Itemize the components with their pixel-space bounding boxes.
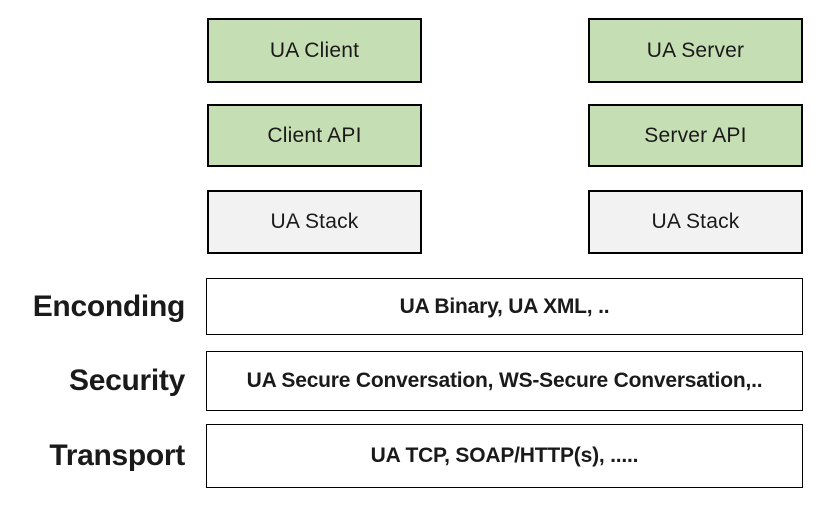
ua-stack-server-box: UA Stack <box>588 190 803 254</box>
security-layer-label: Security <box>69 364 185 397</box>
server-api-box: Server API <box>588 104 803 167</box>
ua-stack-client-box: UA Stack <box>207 190 422 254</box>
ua-stack-server-label: UA Stack <box>651 210 740 233</box>
security-layer-content: UA Secure Conversation, WS-Secure Conver… <box>246 369 763 392</box>
client-api-label: Client API <box>267 123 362 147</box>
transport-layer-label: Transport <box>49 439 185 472</box>
transport-layer-box: UA TCP, SOAP/HTTP(s), ..... <box>206 424 803 488</box>
server-api-label: Server API <box>644 123 747 147</box>
client-api-box: Client API <box>207 104 422 167</box>
transport-layer-content: UA TCP, SOAP/HTTP(s), ..... <box>370 444 639 467</box>
encoding-layer-box: UA Binary, UA XML, .. <box>206 278 803 335</box>
security-layer-box: UA Secure Conversation, WS-Secure Conver… <box>206 351 803 411</box>
ua-server-box: UA Server <box>588 18 803 83</box>
ua-client-box: UA Client <box>207 18 422 83</box>
encoding-layer-label: Enconding <box>32 289 186 323</box>
encoding-layer-content: UA Binary, UA XML, .. <box>399 294 610 318</box>
ua-stack-client-label: UA Stack <box>270 210 359 233</box>
ua-server-label: UA Server <box>646 38 745 62</box>
ua-client-label: UA Client <box>269 38 360 62</box>
